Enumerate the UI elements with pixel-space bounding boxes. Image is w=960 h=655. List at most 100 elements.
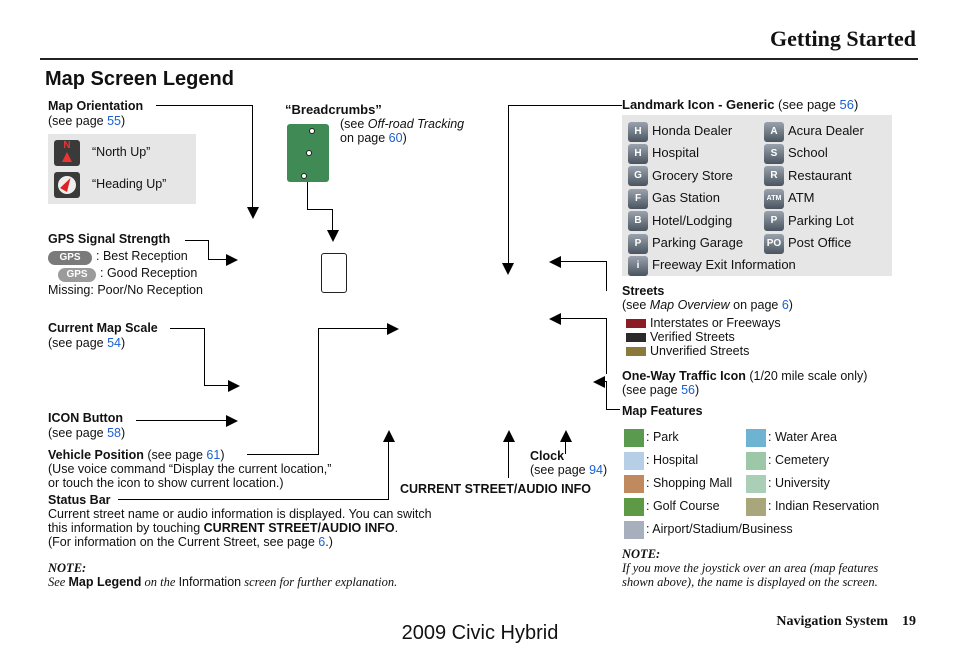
- map-feature-item: : Water Area: [746, 428, 837, 447]
- gps-best-icon: GPS: [48, 251, 92, 265]
- page-link[interactable]: 56: [681, 383, 695, 397]
- status-bar-label: Status Bar Current street name or audio …: [48, 493, 432, 549]
- page-link[interactable]: 6: [781, 298, 789, 312]
- landmark-label-text: ATM: [788, 190, 815, 206]
- current-street-label: CURRENT STREET/AUDIO INFO: [400, 482, 591, 496]
- section-title: Getting Started: [769, 26, 916, 51]
- landmark-icon: H: [628, 143, 648, 164]
- map-feature-swatch: [746, 497, 766, 516]
- heading-up-icon: [54, 172, 80, 198]
- landmark-label-text: Hospital: [652, 145, 699, 161]
- footer-watermark: 2009 Civic Hybrid: [401, 622, 559, 644]
- landmark-label-text: Parking Lot: [788, 212, 854, 228]
- page-link[interactable]: 54: [107, 336, 121, 350]
- map-feature-swatch: [746, 451, 766, 470]
- map-feature-item: : Airport/Stadium/Business: [624, 520, 793, 539]
- heading-up-label: “Heading Up”: [92, 177, 167, 191]
- landmark-icon: P: [764, 211, 784, 232]
- landmark-icon: R: [764, 166, 784, 187]
- map-feature-swatch: [746, 428, 766, 447]
- map-orientation-ref: (see page 55): [48, 114, 126, 128]
- map-feature-swatch: [746, 474, 766, 493]
- street-color-swatch: [626, 333, 646, 343]
- breadcrumbs-map-thumbnail: [287, 124, 329, 182]
- page-link[interactable]: 58: [107, 426, 121, 440]
- page-link[interactable]: 94: [589, 463, 603, 477]
- street-type-item: Unverified Streets: [626, 344, 781, 358]
- street-color-swatch: [626, 319, 646, 329]
- landmark-label-text: School: [788, 145, 828, 161]
- north-up-label: “North Up”: [92, 145, 151, 159]
- street-type-item: Verified Streets: [626, 330, 781, 344]
- map-scale-label: Current Map Scale (see page 54): [48, 321, 158, 350]
- landmark-icon: H: [628, 121, 648, 142]
- street-type-item: Interstates or Freeways: [626, 316, 781, 330]
- map-feature-item: : University: [746, 474, 830, 493]
- map-features-title: Map Features: [622, 404, 703, 418]
- landmark-label-text: Restaurant: [788, 167, 852, 183]
- map-feature-item: : Cemetery: [746, 451, 829, 470]
- landmark-icon: G: [628, 166, 648, 187]
- map-feature-swatch: [624, 428, 644, 447]
- oneway-label: One-Way Traffic Icon (1/20 mile scale on…: [622, 369, 868, 397]
- map-orientation-title: Map Orientation: [48, 99, 144, 113]
- landmark-item: H Honda Dealer: [628, 121, 733, 142]
- landmark-icon: ATM: [764, 188, 784, 209]
- note-right: NOTE: If you move the joystick over an a…: [622, 547, 879, 589]
- page-link[interactable]: 61: [206, 448, 221, 462]
- landmark-label-text: Grocery Store: [652, 167, 733, 183]
- landmark-label-text: Gas Station: [652, 190, 720, 206]
- map-feature-swatch: [624, 497, 644, 516]
- landmark-icon: PO: [764, 233, 784, 254]
- page-link[interactable]: 56: [839, 97, 854, 112]
- landmark-label-text: Freeway Exit Information: [652, 257, 796, 273]
- breadcrumb-position-box: [321, 253, 347, 293]
- landmark-item: PO Post Office: [764, 233, 852, 254]
- gps-signal-title: GPS Signal Strength: [48, 232, 171, 246]
- map-feature-item: : Indian Reservation: [746, 497, 879, 516]
- landmark-label-text: Acura Dealer: [788, 123, 864, 138]
- landmark-label-text: Hotel/Lodging: [652, 212, 733, 228]
- breadcrumbs-ref: (see Off-road Tracking on page 60): [340, 117, 465, 145]
- clock-label: Clock (see page 94): [530, 449, 608, 477]
- header-rule: [40, 58, 918, 60]
- landmark-icon: B: [628, 211, 648, 232]
- map-orientation-label: Map Orientation (see page 55): [48, 99, 143, 129]
- landmark-label-text: Honda Dealer: [652, 123, 733, 138]
- gps-missing: Missing: Poor/No Reception: [48, 283, 203, 297]
- streets-label: Streets (see Map Overview on page 6): [622, 284, 793, 312]
- page-link[interactable]: 55: [107, 114, 121, 128]
- page-title: Map Screen Legend: [45, 68, 234, 90]
- landmark-label: Landmark Icon - Generic (see page 56): [622, 97, 859, 112]
- landmark-icon: i: [628, 255, 648, 276]
- icon-button-label: ICON Button (see page 58): [48, 411, 126, 440]
- note-left: NOTE: See Map Legend on the Information …: [48, 561, 398, 589]
- page-link[interactable]: 60: [388, 131, 403, 145]
- vehicle-position-label: Vehicle Position (see page 61) (Use voic…: [48, 448, 332, 490]
- map-feature-item: : Park: [624, 428, 679, 447]
- map-feature-item: : Shopping Mall: [624, 474, 732, 493]
- breadcrumbs-title: “Breadcrumbs”: [285, 102, 382, 117]
- landmark-label-text: Parking Garage: [652, 235, 744, 250]
- north-up-icon: N: [54, 140, 80, 166]
- landmark-label-text: Post Office: [788, 235, 852, 250]
- page-link[interactable]: 6: [318, 535, 326, 549]
- map-feature-item: : Golf Course: [624, 497, 720, 516]
- street-color-swatch: [626, 347, 646, 357]
- map-feature-item: : Hospital: [624, 451, 698, 470]
- gps-good-icon: GPS: [58, 268, 96, 282]
